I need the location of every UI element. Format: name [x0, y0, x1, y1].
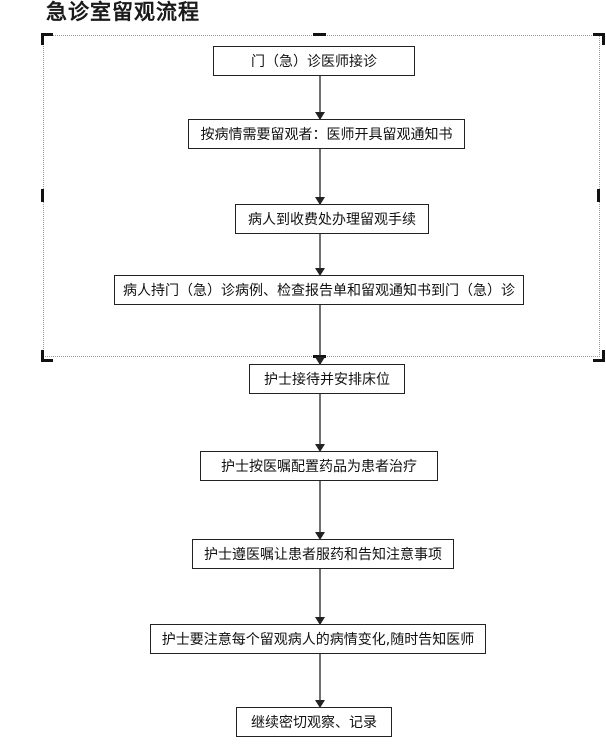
resize-handle-top[interactable]: [313, 33, 326, 36]
resize-handle-bottom-left[interactable]: [41, 350, 53, 362]
flow-step-9[interactable]: 继续密切观察、记录: [236, 707, 392, 737]
page-title: 急诊室留观流程: [46, 0, 200, 24]
resize-handle-top-right[interactable]: [593, 33, 605, 45]
resize-handle-top-left[interactable]: [41, 33, 53, 45]
resize-handle-bottom-right[interactable]: [593, 350, 605, 362]
flow-step-5[interactable]: 护士接待并安排床位: [249, 364, 405, 394]
resize-handle-right[interactable]: [597, 189, 600, 202]
flow-step-2[interactable]: 按病情需要留观者：医师开具留观通知书: [188, 119, 465, 149]
flow-step-7[interactable]: 护士遵医嘱让患者服药和告知注意事项: [192, 539, 454, 569]
flow-step-4[interactable]: 病人持门（急）诊病例、检查报告单和留观通知书到门（急）诊: [114, 275, 524, 305]
flow-step-6[interactable]: 护士按医嘱配置药品为患者治疗: [200, 451, 438, 481]
flow-step-3[interactable]: 病人到收费处办理留观手续: [235, 204, 429, 234]
flow-step-1[interactable]: 门（急）诊医师接诊: [213, 46, 415, 76]
flow-step-8[interactable]: 护士要注意每个留观病人的病情变化,随时告知医师: [150, 624, 486, 654]
resize-handle-left[interactable]: [41, 189, 44, 202]
